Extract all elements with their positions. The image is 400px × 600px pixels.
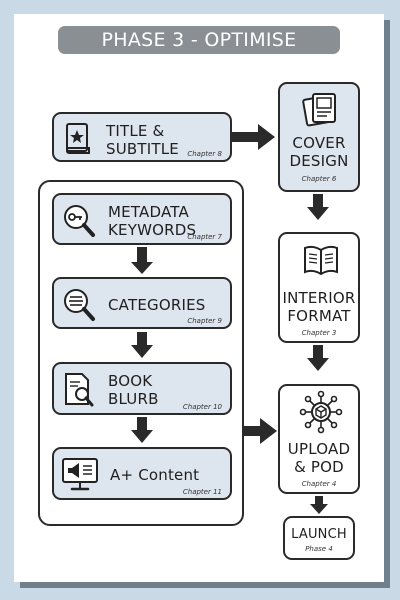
step-upload-label-2: & POD (294, 458, 344, 476)
step-metadata-chapter: Chapter 7 (187, 233, 222, 241)
document-magnifier-icon (65, 373, 94, 407)
magnifier-text-icon (64, 289, 95, 321)
arrow-categories-to-blurb (131, 332, 153, 358)
magnifier-key-icon (64, 205, 95, 237)
step-categories: CATEGORIES Chapter 9 (52, 277, 232, 329)
step-metadata-label-1: METADATA (108, 203, 189, 221)
step-title-subtitle-label-1: TITLE & (106, 122, 165, 140)
diagram-page: PHASE 3 - OPTIMISE (14, 14, 384, 582)
arrow-interior-to-upload (307, 345, 329, 371)
open-book-icon (304, 245, 338, 276)
flow-arrows (131, 124, 329, 514)
step-metadata-keywords: METADATA KEYWORDS Chapter 7 (52, 193, 232, 245)
book-star-icon (66, 123, 90, 154)
phase-title-banner: PHASE 3 - OPTIMISE (58, 26, 340, 54)
monitor-megaphone-icon (62, 458, 98, 491)
step-cover-design-chapter: Chapter 6 (301, 175, 337, 183)
step-aplus-label: A+ Content (110, 466, 200, 484)
arrow-blurb-to-aplus (131, 417, 153, 443)
step-cover-design-label-2: DESIGN (289, 152, 349, 170)
step-metadata-label-2: KEYWORDS (108, 221, 197, 239)
step-cover-design: COVER DESIGN Chapter 6 (278, 82, 360, 192)
step-title-subtitle-chapter: Chapter 8 (187, 150, 222, 158)
arrow-group-to-upload (244, 418, 277, 444)
arrow-upload-to-launch (310, 496, 328, 514)
step-blurb-label-1: BOOK (108, 372, 153, 390)
step-interior-format: INTERIOR FORMAT Chapter 3 (278, 232, 360, 343)
optimise-group-frame (38, 180, 244, 526)
step-interior-chapter: Chapter 3 (301, 329, 337, 337)
step-upload-chapter: Chapter 4 (301, 480, 337, 488)
book-stack-icon (302, 93, 336, 127)
step-upload-label-1: UPLOAD (287, 440, 351, 458)
step-upload-pod: UPLOAD & POD Chapter 4 (278, 384, 360, 494)
step-categories-label: CATEGORIES (108, 296, 206, 314)
step-interior-label-1: INTERIOR (282, 289, 356, 307)
step-interior-label-2: FORMAT (287, 307, 351, 325)
step-blurb-label-2: BLURB (108, 390, 159, 408)
phase-title: PHASE 3 - OPTIMISE (101, 29, 297, 51)
step-launch-label: LAUNCH (291, 527, 347, 542)
network-box-icon (299, 390, 343, 434)
arrow-metadata-to-categories (131, 247, 153, 274)
step-book-blurb: BOOK BLURB Chapter 10 (52, 362, 232, 415)
step-launch: LAUNCH Phase 4 (283, 516, 355, 560)
step-cover-design-label-1: COVER (292, 134, 346, 152)
step-categories-chapter: Chapter 9 (187, 317, 222, 325)
step-launch-chapter: Phase 4 (305, 545, 333, 553)
step-aplus-chapter: Chapter 11 (182, 488, 222, 496)
step-title-subtitle-label-2: SUBTITLE (106, 140, 179, 158)
step-blurb-chapter: Chapter 10 (182, 403, 222, 411)
step-title-subtitle: TITLE & SUBTITLE Chapter 8 (52, 112, 232, 162)
arrow-cover-to-interior (307, 194, 329, 220)
step-aplus-content: A+ Content Chapter 11 (52, 447, 232, 500)
arrow-title-to-cover (231, 124, 275, 150)
